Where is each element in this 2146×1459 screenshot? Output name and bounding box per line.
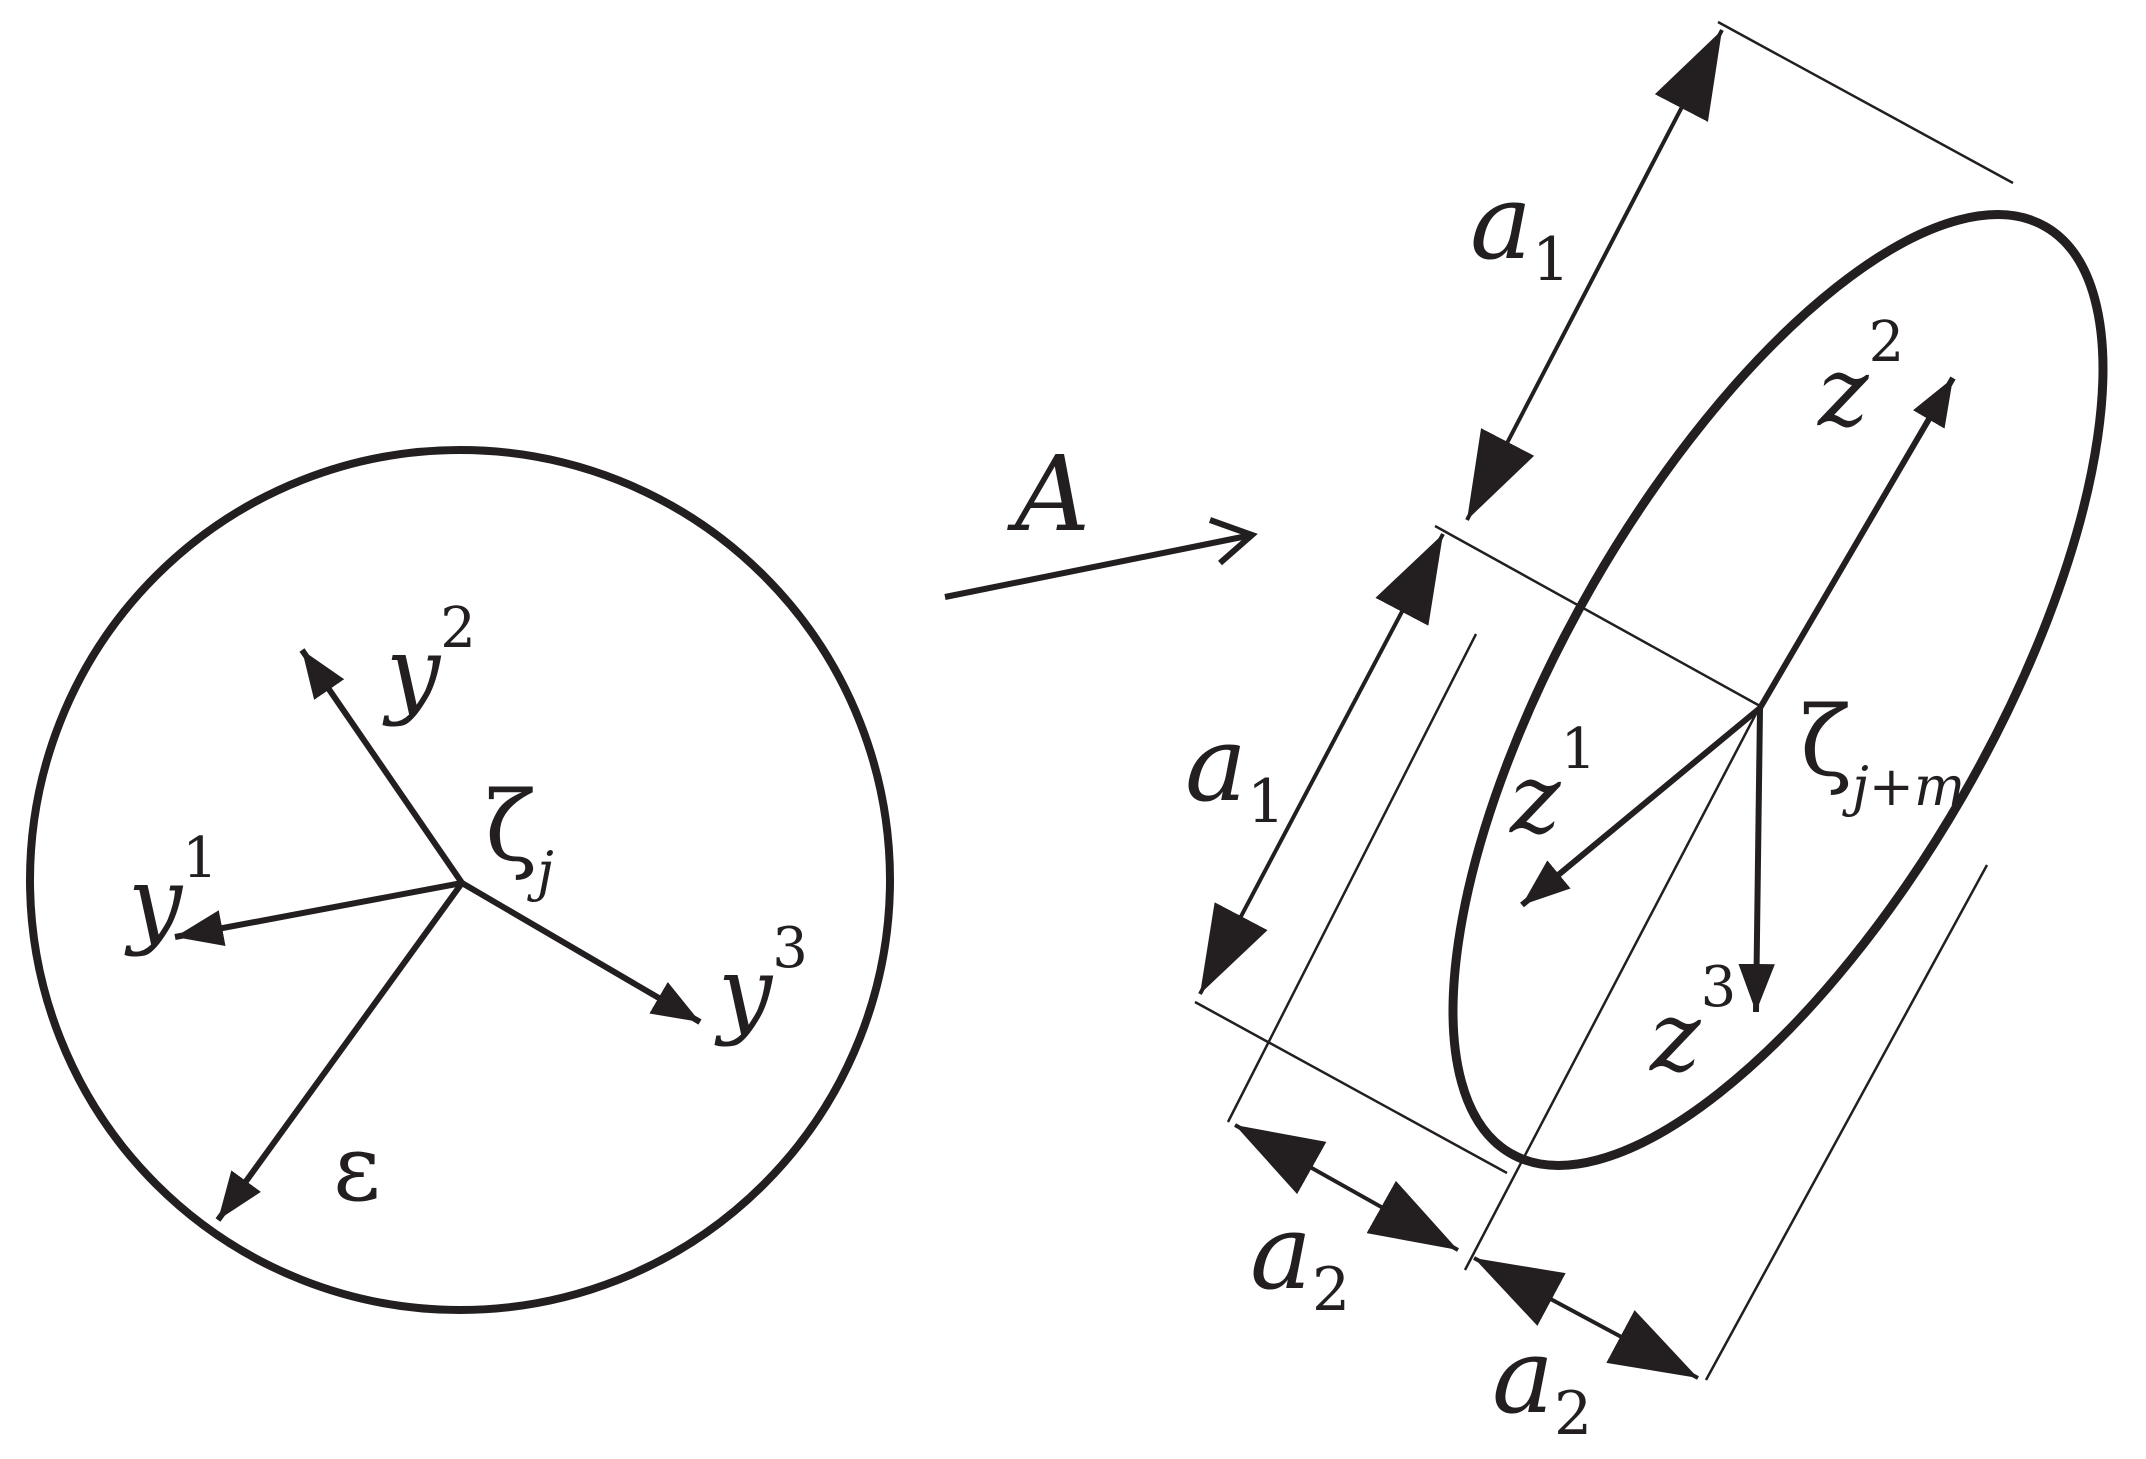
z2-arrow	[1757, 376, 1956, 710]
y1-label: y1	[124, 826, 218, 958]
source-circle	[26, 446, 894, 1314]
a2-left-label: a2	[1250, 1191, 1350, 1325]
map-arrow	[944, 532, 1253, 600]
source-ball: y1 y2 y3 ζj ε	[26, 446, 894, 1314]
a2-left-dimension	[1234, 1123, 1459, 1252]
a1-bottom-dimension	[1198, 533, 1445, 995]
target-ellipsoid: a1 a1 a2 a2 z1 z2 z3 ζj+m	[1185, 20, 2108, 1449]
y2-arrow	[299, 648, 465, 885]
a2-right-label: a2	[1492, 1315, 1592, 1449]
z3-arrow	[1738, 707, 1775, 1013]
y2-label: y2	[382, 596, 476, 728]
y1-arrow	[174, 880, 463, 947]
zeta-j-label: ζj	[485, 771, 554, 903]
a1-top-label: a1	[1470, 161, 1570, 295]
z2-label: z2	[1817, 310, 1904, 448]
map-A: A	[944, 433, 1258, 600]
epsilon-arrow	[215, 881, 465, 1222]
z3-label: z3	[1649, 955, 1736, 1093]
a1-top-dimension	[1465, 29, 1724, 521]
y3-label: y3	[714, 916, 808, 1048]
z1-arrow	[1520, 705, 1762, 908]
a2-right-dimension	[1473, 1256, 1699, 1380]
epsilon-label: ε	[333, 1115, 381, 1222]
zeta-jm-label: ζj+m	[1800, 686, 1965, 818]
map-label: A	[1007, 433, 1090, 555]
y3-arrow	[460, 880, 702, 1025]
ellipsoid-outline	[1448, 210, 2108, 1170]
a1-bottom-label: a1	[1185, 703, 1285, 837]
construction-lines	[1194, 20, 2014, 1381]
z1-label: z1	[1509, 717, 1596, 855]
